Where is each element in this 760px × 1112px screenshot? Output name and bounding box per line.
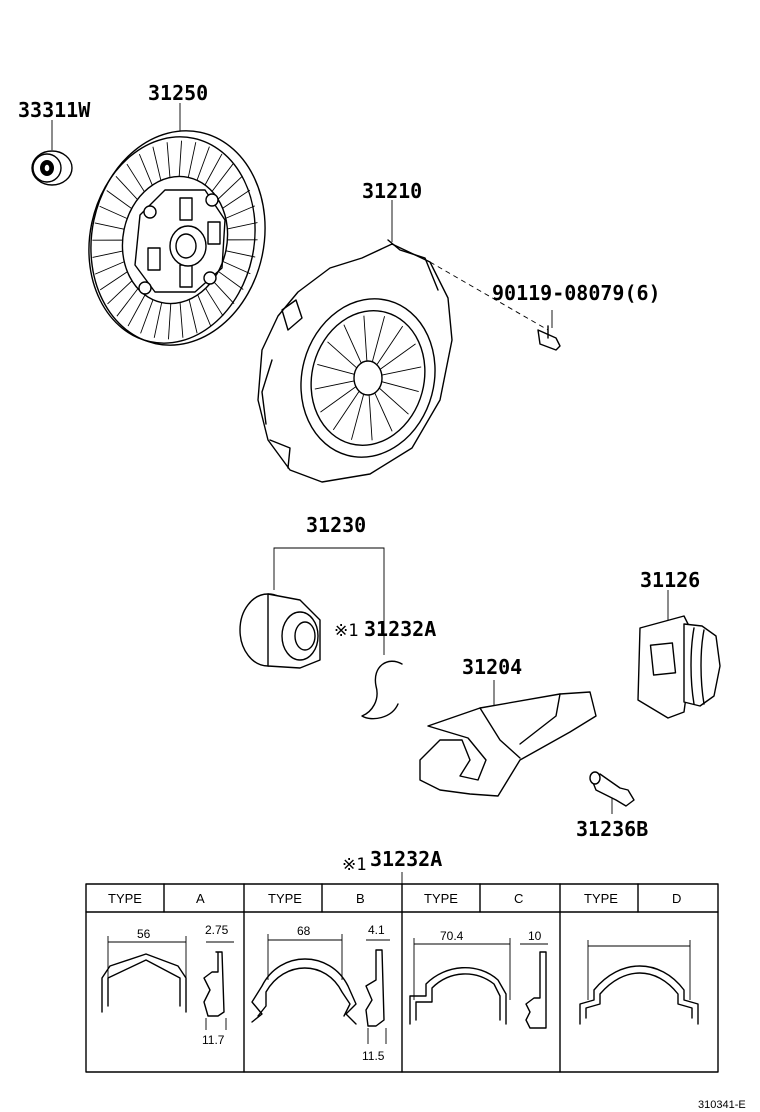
disc-rays-line [140,295,155,334]
diagram-code: 310341-E [698,1099,746,1111]
disc-rays-line [168,299,172,340]
disc-rays-line [223,249,256,258]
disc-rays-line [99,269,131,291]
clip-drawing [361,660,403,720]
table-title: 31232A [370,847,442,871]
type-b-thickness: 4.1 [368,923,385,937]
cover-spokes-line [368,393,373,441]
disc-rays-line [187,142,197,182]
cover-spokes-line [381,366,422,376]
disc-rays-line [222,205,256,220]
disc-rays-line [153,298,163,338]
disc-rays-line [138,153,155,189]
disc-rays-line [220,259,251,275]
cover-bolt-drawing [429,261,561,351]
disc-rays-line [152,146,163,185]
label-31210: 31210 [362,179,422,203]
fork-support-drawing [589,771,635,814]
pilot-bearing-drawing [31,120,73,186]
cover-spokes-line [371,316,385,363]
type-a-width: 56 [137,927,151,941]
clip-type-d-drawing [579,940,699,1025]
disc-rays-line [195,291,212,327]
cover-spokes-line [373,391,393,432]
clutch-cover-drawing [257,200,453,483]
label-31250: 31250 [148,81,208,105]
cover-spokes-line [377,386,409,415]
cover-spokes-line [380,380,419,393]
cover-spokes-line [332,390,360,431]
disc-rays-line [99,205,130,221]
type-a-height: 11.7 [202,1033,225,1047]
type-a-label: A [196,891,205,906]
cover-spokes-line [320,386,357,413]
cover-spokes-line [363,315,368,363]
type-d-label: D [672,891,681,906]
fork-boot-drawing [637,590,721,719]
disc-rays-line [202,153,223,189]
disc-rays-line [203,285,224,317]
release-bearing-drawing [239,547,385,669]
label-31230: 31230 [306,513,366,537]
type-c-thickness: 10 [528,929,542,943]
disc-rays-line [179,298,184,338]
disc-rays-line [106,190,135,211]
cover-spokes-line [379,343,416,370]
label-31126: 31126 [640,568,700,592]
disc-rays-line [166,142,171,182]
disc-rays-line [126,163,147,195]
disc-rays-line [224,222,258,230]
disc-rays-line [116,285,141,317]
table-title-note: ※1 [342,855,366,875]
disc-rays-line [219,189,251,211]
cover-spokes-line [317,363,356,376]
type-a-thickness: 2.75 [205,923,229,937]
disc-rays-line [115,176,140,203]
clip-type-a-drawing [101,936,234,1030]
disc-rays-line [215,269,244,290]
label-90119: 90119-08079(6) [492,281,661,305]
clip-type-c-drawing [409,938,548,1029]
disc-rays-line [178,140,182,181]
cover-spokes-line [314,380,355,390]
disc-rays-line [209,163,234,195]
label-31236b: 31236B [576,817,648,841]
clutch-disc-drawing [88,103,266,346]
label-33311w: 33311W [18,98,91,122]
disc-rays-line [107,278,135,305]
label-31204: 31204 [462,655,522,679]
type-c-width: 70.4 [440,929,464,943]
clip-type-table: TYPE A TYPE B TYPE C TYPE D 56 2.75 11.7 [85,883,719,1073]
release-fork-drawing [419,680,597,797]
cover-spokes-line [343,324,363,365]
type-c-label: C [514,891,523,906]
cover-spokes-line [376,325,404,366]
clip-type-b-drawing [251,934,390,1044]
type-b-label: B [356,891,365,906]
disc-rays-line [127,291,148,327]
type-b-height: 11.5 [362,1049,385,1063]
disc-rays-line [215,175,243,202]
disc-rays-line [92,250,126,258]
cover-spokes-line [327,341,359,370]
type-b-header: TYPE [268,891,302,906]
type-c-header: TYPE [424,891,458,906]
label-clip-note: ※1 [334,621,358,641]
disc-rays-line [94,222,127,231]
type-a-header: TYPE [108,891,142,906]
type-b-width: 68 [297,924,311,938]
disc-rays-line [195,146,210,185]
disc-rays-line [187,295,198,334]
disc-rays-line [94,260,128,275]
type-d-header: TYPE [584,891,618,906]
cover-spokes-line [351,393,365,440]
label-31232a: 31232A [364,617,436,641]
